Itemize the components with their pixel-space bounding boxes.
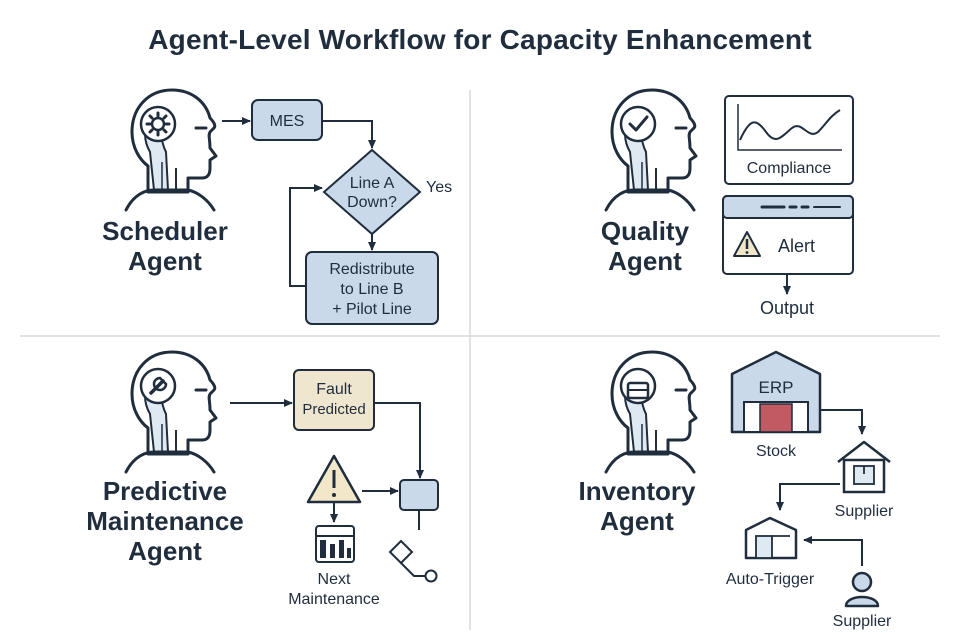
next-maintenance-line1: Next xyxy=(318,571,351,588)
redistribute-line1: Redistribute xyxy=(329,261,414,278)
supplier-person-to-trigger-arrow xyxy=(803,536,863,566)
inventory-agent-name-line1: Inventory xyxy=(578,476,696,506)
inventory-agent-head xyxy=(604,350,698,474)
decision-diamond xyxy=(322,148,422,236)
next-maintenance-line2: Maintenance xyxy=(288,591,380,608)
mes-label: MES xyxy=(270,113,305,130)
output-label: Output xyxy=(760,298,814,318)
maintenance-agent-head xyxy=(124,350,218,474)
alert-label: Alert xyxy=(778,236,815,256)
person-icon xyxy=(844,571,880,608)
quality-agent-name-line2: Agent xyxy=(608,246,682,276)
warning-icon xyxy=(733,231,761,257)
erp-to-supplier-arrow xyxy=(820,409,866,435)
auto-trigger-label: Auto-Trigger xyxy=(726,571,815,588)
redistribute-box xyxy=(305,251,439,325)
compliance-trend-line xyxy=(739,109,841,141)
redistribute-line3: + Pilot Line xyxy=(332,301,412,318)
maintenance-agent-name-line2: Maintenance xyxy=(86,506,244,536)
supplier-label-1: Supplier xyxy=(835,503,894,520)
calendar-icon xyxy=(315,525,355,563)
box-icon xyxy=(626,381,650,400)
checkmark-icon xyxy=(628,115,649,132)
supplier-to-trigger-arrow xyxy=(776,483,840,511)
fault-predicted-box xyxy=(293,369,375,431)
compliance-label: Compliance xyxy=(747,160,832,177)
loopback-arrow xyxy=(289,184,323,287)
alert-panel-header xyxy=(722,195,854,219)
gear-icon xyxy=(145,111,171,137)
redistribute-line2: to Line B xyxy=(340,281,403,298)
maintenance-agent-name-line3: Agent xyxy=(128,536,202,566)
decision-line2: Down? xyxy=(347,194,397,211)
process-node-box xyxy=(399,479,439,511)
scheduler-agent-name-line2: Agent xyxy=(128,246,202,276)
quality-agent-name-line1: Quality xyxy=(601,216,690,246)
compliance-panel xyxy=(724,95,854,185)
mes-to-decision-arrow xyxy=(322,120,376,149)
supplier-house-icon xyxy=(837,440,891,494)
decision-line1: Line A xyxy=(350,175,395,192)
package-icon xyxy=(744,516,798,560)
yes-label: Yes xyxy=(426,179,452,196)
fault-line1: Fault xyxy=(316,381,352,398)
erp-warehouse-icon xyxy=(730,350,822,434)
scheduler-agent-head xyxy=(124,88,218,212)
erp-label: ERP xyxy=(759,378,794,397)
compliance-chart-axes xyxy=(737,104,842,151)
fault-line2: Predicted xyxy=(302,401,365,418)
stock-label: Stock xyxy=(756,443,797,460)
quality-agent-head xyxy=(604,88,698,212)
inventory-agent-name-line2: Agent xyxy=(600,506,674,536)
supplier-label-2: Supplier xyxy=(833,613,892,630)
scheduler-agent-name-line1: Scheduler xyxy=(102,216,228,246)
wrench-icon xyxy=(149,376,168,395)
warning-icon xyxy=(306,454,362,504)
maintenance-agent-name-line1: Predictive xyxy=(103,476,227,506)
flow-end-icon xyxy=(388,539,438,583)
page-title: Agent-Level Workflow for Capacity Enhanc… xyxy=(148,24,812,55)
fault-to-node-arrow xyxy=(374,402,424,479)
